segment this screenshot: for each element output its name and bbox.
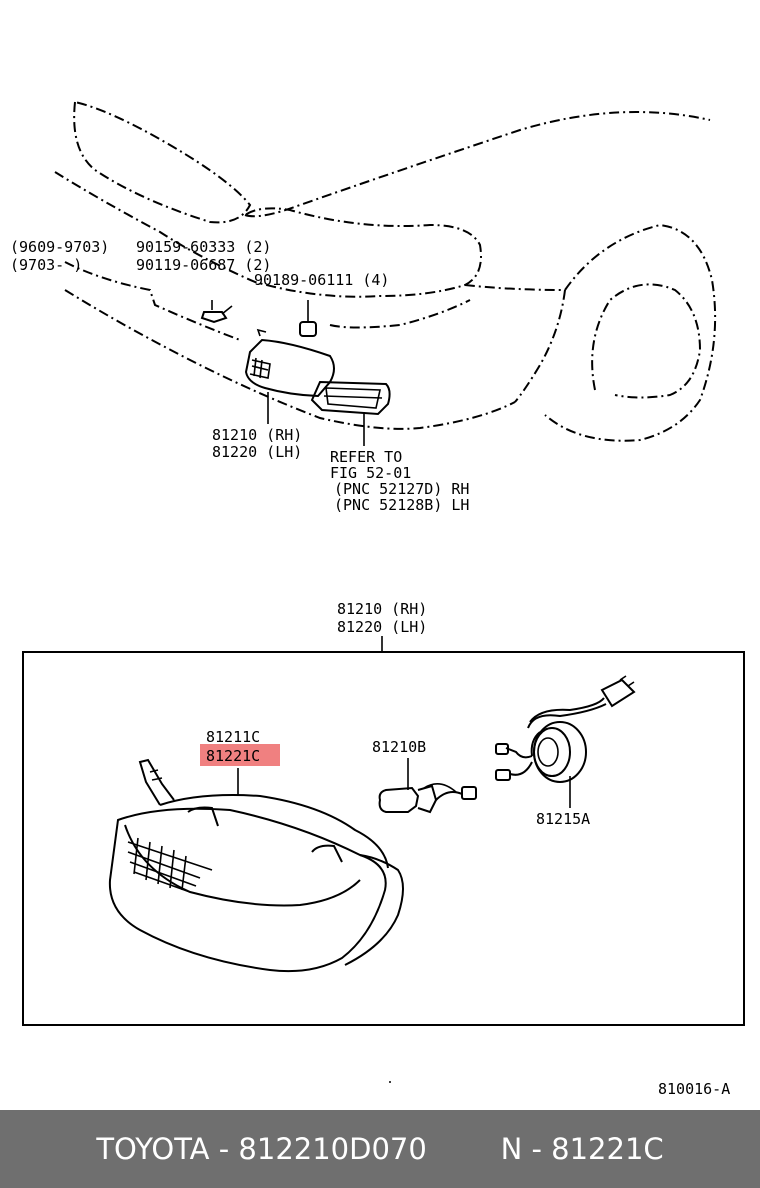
parts-diagram: (9609-9703) (9703- ) 90159-60333 (2) 901…	[10, 100, 745, 1098]
diagram-code: 810016-A	[658, 1080, 730, 1098]
turn-lamp-lens-icon	[108, 758, 404, 973]
bumper-grille-icon	[310, 380, 391, 416]
bulb-label: 81210B	[372, 738, 426, 756]
lens-lh-label: 81221C	[206, 747, 260, 765]
assy-lh-label: 81220 (LH)	[337, 618, 427, 636]
lamp-rh-label: 81210 (RH)	[212, 426, 302, 444]
assy-rh-label: 81210 (RH)	[337, 600, 427, 618]
footer-brand-part: TOYOTA - 812210D070	[96, 1132, 427, 1166]
bulb-icon	[378, 783, 477, 814]
wire-connector-icon	[495, 743, 533, 781]
footer-pnc: N - 81221C	[500, 1132, 664, 1166]
lens-grid-pattern	[127, 837, 213, 893]
nut-icon	[299, 300, 317, 337]
turn-lamp-upper-icon	[244, 328, 335, 398]
lamp-lh-label: 81220 (LH)	[212, 443, 302, 461]
socket-label: 81215A	[536, 810, 590, 828]
refer-line-2: FIG 52-01	[330, 464, 411, 482]
car-body-outline	[54, 100, 717, 442]
screw-part-2: 90119-06687 (2)	[136, 256, 271, 274]
detail-frame	[22, 651, 745, 1026]
refer-line-4: (PNC 52128B) LH	[334, 496, 469, 514]
socket-icon	[527, 675, 636, 783]
part-number-footer: TOYOTA - 812210D070 N - 81221C	[0, 1110, 760, 1188]
lens-rh-label: 81211C	[206, 728, 260, 746]
date-range-2: (9703- )	[10, 256, 82, 274]
lens-lh-highlight	[200, 744, 280, 766]
refer-line-1: REFER TO	[330, 448, 402, 466]
date-range-1: (9609-9703)	[10, 238, 109, 256]
refer-line-3: (PNC 52127D) RH	[334, 480, 469, 498]
screw-icon	[200, 300, 233, 324]
nut-part: 90189-06111 (4)	[254, 271, 389, 289]
screw-part-1: 90159-60333 (2)	[136, 238, 271, 256]
footer-spacer	[427, 1132, 501, 1166]
